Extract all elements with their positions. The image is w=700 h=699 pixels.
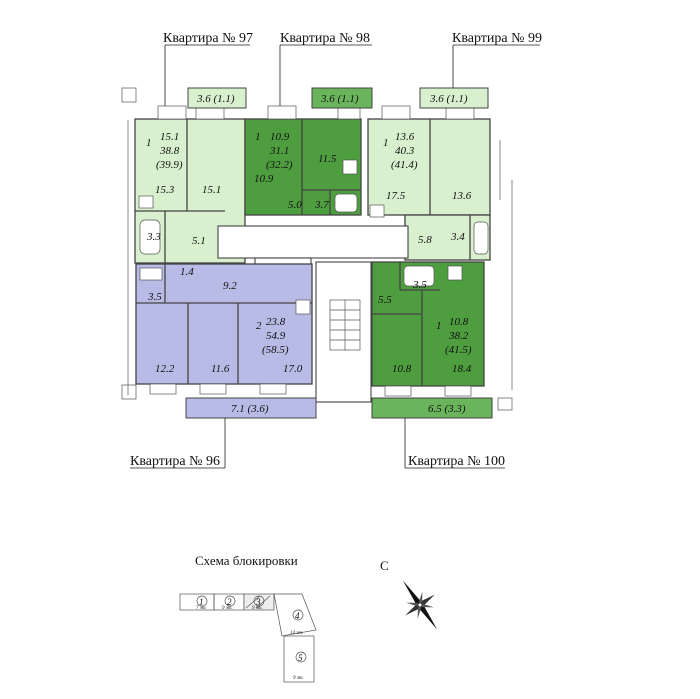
- apartment-99[interactable]: [367, 105, 491, 261]
- apartment-100-label: Квартира № 100: [408, 454, 505, 469]
- apartment-98-total-balcony: (32.2): [266, 159, 293, 171]
- bathtub-icon: [334, 193, 358, 213]
- scheme-title: Схема блокировки: [195, 553, 298, 568]
- scheme-section-5: 5: [298, 653, 303, 663]
- apartment-97-living: 15.1: [160, 131, 179, 143]
- balcony-96-area: 7.1 (3.6): [231, 403, 269, 415]
- room-area: 1.4: [180, 266, 194, 278]
- apartment-97-total-balcony: (39.9): [156, 159, 183, 171]
- apartment-96-total-balcony: (58.5): [262, 344, 289, 356]
- room-area: 5.0: [288, 199, 302, 211]
- scheme-dim: 14 эт.: [290, 631, 303, 636]
- balcony-99-area: 3.6 (1.1): [429, 93, 468, 105]
- room-area: 15.1: [202, 184, 221, 196]
- room-area: 3.3: [146, 231, 161, 243]
- apartment-98-label: Квартира № 98: [280, 31, 370, 46]
- scheme-section-2: 2: [227, 597, 232, 607]
- room-area: 17.0: [283, 363, 303, 375]
- room-area: 3.4: [450, 231, 465, 243]
- room-area: 5.1: [192, 235, 206, 247]
- balcony-98: [311, 87, 373, 109]
- apartment-96[interactable]: [135, 263, 313, 395]
- apartment-98-living: 10.9: [270, 131, 290, 143]
- stove-icon: [295, 299, 311, 315]
- scheme-section-4: 4: [295, 611, 300, 621]
- leader-lines: [130, 44, 540, 469]
- room-area: 9.2: [223, 280, 237, 292]
- balcony-100: [371, 397, 493, 419]
- bathtub-icon: [403, 265, 435, 287]
- room-area: 15.3: [155, 184, 175, 196]
- apartment-96-total: 54.9: [266, 330, 286, 342]
- room-area: 13.6: [452, 190, 472, 202]
- apartment-96-label: Квартира № 96: [130, 454, 220, 469]
- room-area: 3.7: [314, 199, 329, 211]
- room-area: 10.9: [254, 173, 274, 185]
- room-area: 5.5: [378, 294, 392, 306]
- apartment-100[interactable]: [371, 261, 485, 397]
- apartment-100-living: 10.8: [449, 316, 469, 328]
- apartment-96-living: 23.8: [266, 316, 286, 328]
- room-area: 17.5: [386, 190, 406, 202]
- room-area: 3.5: [412, 279, 427, 291]
- apartment-97-label: Квартира № 97: [163, 31, 253, 46]
- compass-icon: [402, 580, 438, 630]
- apartment-99-living: 13.6: [395, 131, 415, 143]
- apartment-99-rooms: 1: [383, 137, 389, 149]
- balcony-98-area: 3.6 (1.1): [320, 93, 359, 105]
- room-area: 18.4: [452, 363, 472, 375]
- apartment-99-total: 40.3: [395, 145, 415, 157]
- building-outline: [121, 87, 513, 411]
- scheme-dim: 9 эт.: [252, 606, 263, 611]
- staircase: [315, 261, 372, 403]
- room-area: 12.2: [155, 363, 175, 375]
- bathtub-icon: [473, 221, 489, 255]
- apartment-97-total: 38.8: [159, 145, 180, 157]
- apartment-100-total: 38.2: [448, 330, 469, 342]
- apartment-100-total-balcony: (41.5): [445, 344, 472, 356]
- room-area: 11.5: [318, 153, 337, 165]
- blocking-scheme: [179, 593, 317, 683]
- apartment-98-total: 31.1: [269, 145, 289, 157]
- scheme-dim: 9 эт.: [293, 676, 304, 681]
- apartment-100-rooms: 1: [436, 320, 442, 332]
- scheme-section-3: 3: [255, 597, 261, 607]
- apartment-99-total-balcony: (41.4): [391, 159, 418, 171]
- apartment-97-rooms: 1: [146, 137, 152, 149]
- bathtub-icon: [139, 219, 161, 255]
- room-area: 11.6: [211, 363, 230, 375]
- stove-icon: [369, 204, 385, 218]
- scheme-section-1: 1: [199, 597, 204, 607]
- stove-icon: [138, 195, 154, 209]
- scheme-dim: 9 эт.: [222, 606, 233, 611]
- room-area: 3.5: [147, 291, 162, 303]
- balcony-100-area: 6.5 (3.3): [428, 403, 466, 415]
- stove-icon: [447, 265, 463, 281]
- apartment-99-label: Квартира № 99: [452, 31, 542, 46]
- balcony-97-area: 3.6 (1.1): [196, 93, 235, 105]
- room-area: 10.8: [392, 363, 412, 375]
- balcony-97: [187, 87, 247, 109]
- room-area: 5.8: [418, 234, 432, 246]
- stove-icon: [342, 159, 358, 175]
- balcony-99: [419, 87, 489, 109]
- scheme-dim: 7 эт.: [196, 606, 207, 611]
- compass-north-label: С: [380, 558, 389, 573]
- balcony-96: [185, 397, 317, 419]
- apartment-98-rooms: 1: [255, 131, 261, 143]
- apartment-98[interactable]: [244, 105, 362, 216]
- apartment-96-rooms: 2: [256, 320, 262, 332]
